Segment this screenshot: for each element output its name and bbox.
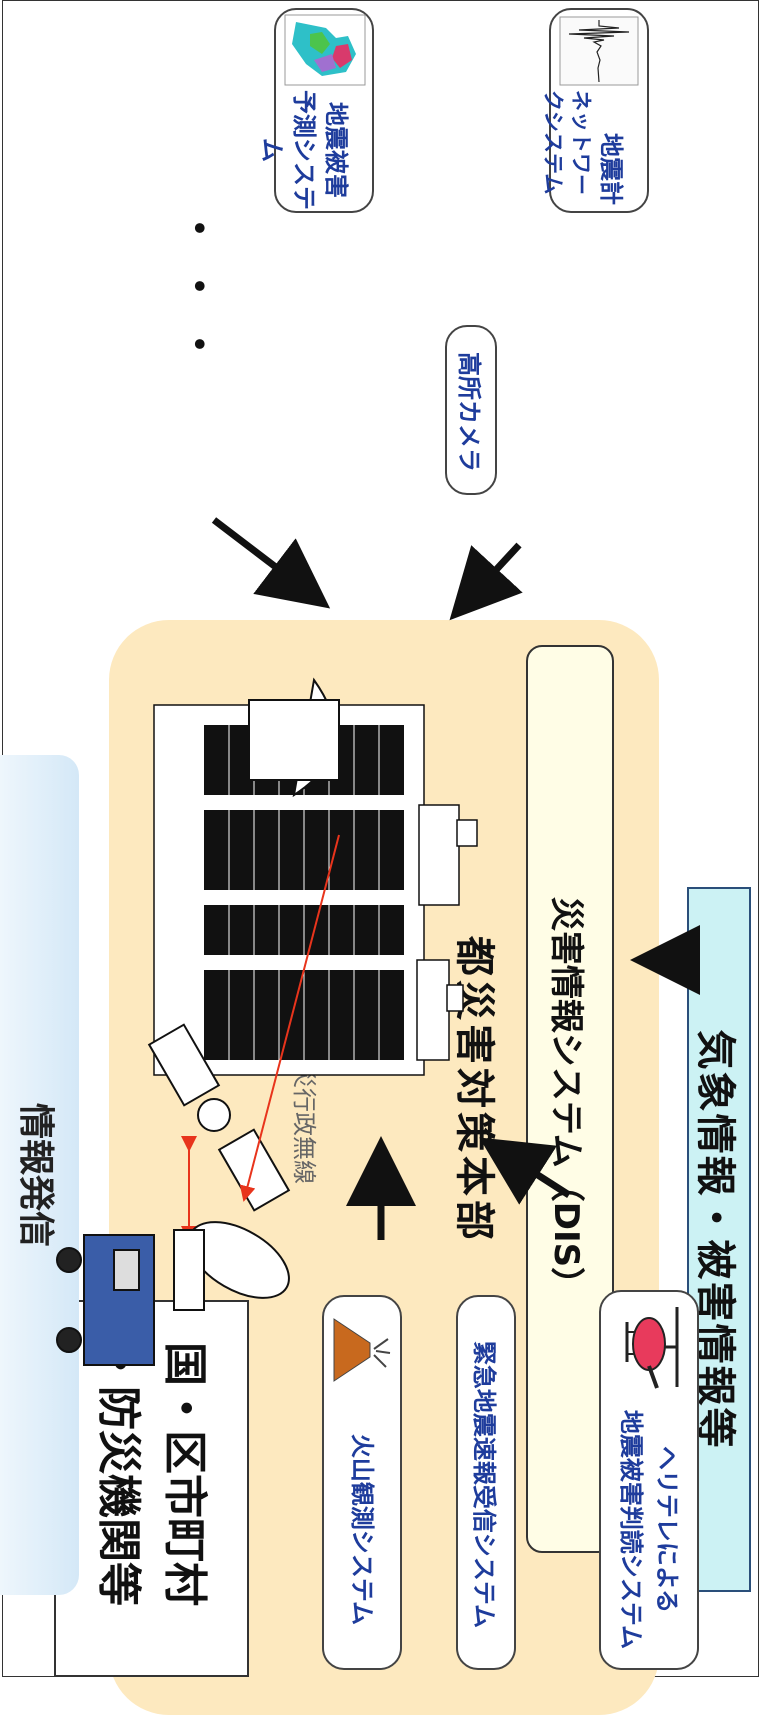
volcano-monitor-box: 火山観測システム — [322, 1295, 402, 1670]
arrow-heli-to-hq — [479, 1137, 571, 1205]
agency-satellite-dish-icon — [173, 1221, 290, 1311]
seismograph-icon — [559, 16, 639, 86]
arrow-seismo-to-hq — [449, 542, 523, 621]
damage-prediction-box: 地震被害 予測システム — [258, 8, 374, 213]
volcano-icon — [333, 1318, 391, 1382]
ground-satellite-dish-icon — [248, 677, 340, 798]
helicopter-icon — [625, 1307, 679, 1389]
heli-tele-box: ヘリテレによる 地震被害判読システム — [599, 1290, 699, 1670]
communication-satellite-icon — [147, 1023, 291, 1212]
radio-link-line — [239, 834, 340, 1202]
emergency-vehicle-icon — [56, 1234, 155, 1366]
arrow-prediction-to-hq — [211, 517, 331, 609]
seismometer-network-box: 地震計 ネットワークシステム — [541, 8, 649, 213]
diagram-artwork — [56, 517, 700, 1366]
damage-map-icon — [284, 14, 366, 86]
